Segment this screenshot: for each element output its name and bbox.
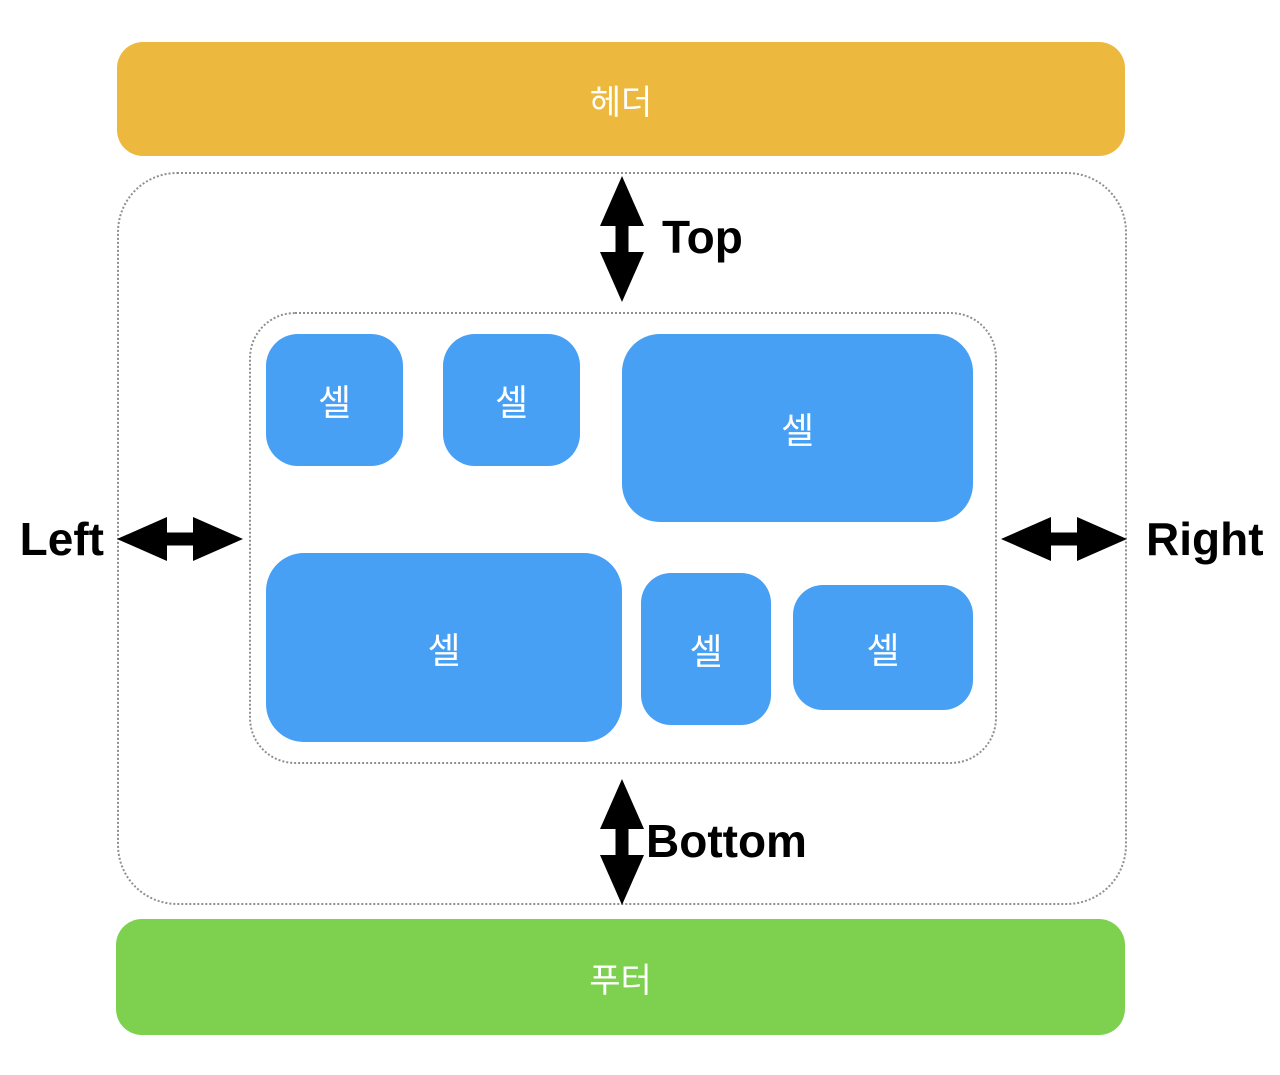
left-inset-label: Left	[19, 513, 104, 565]
cell: 셀	[793, 585, 973, 710]
cell-label: 셀	[689, 631, 723, 672]
inner-cells-boundary	[249, 312, 997, 764]
header-bar: 헤더	[117, 42, 1125, 156]
right-inset-double-arrow-icon	[1001, 517, 1127, 561]
header-label: 헤더	[589, 83, 653, 122]
cell-label: 셀	[866, 629, 900, 671]
cell: 셀	[266, 334, 403, 466]
cell: 셀	[641, 573, 771, 725]
cell: 셀	[443, 334, 580, 466]
right-inset-label: Right	[1146, 513, 1264, 565]
bottom-inset-double-arrow-icon	[600, 779, 644, 905]
cell-label: 셀	[494, 382, 529, 423]
footer-bar: 푸터	[116, 919, 1125, 1035]
bottom-inset-label: Bottom	[646, 815, 807, 867]
cell: 셀	[266, 553, 622, 742]
cell-label: 셀	[427, 629, 461, 671]
left-inset-double-arrow-icon	[117, 517, 243, 561]
cell: 셀	[622, 334, 973, 522]
top-inset-label: Top	[662, 211, 743, 263]
cell-label: 셀	[780, 410, 815, 451]
top-inset-double-arrow-icon	[600, 176, 644, 302]
cell-label: 셀	[317, 382, 352, 423]
footer-label: 푸터	[589, 961, 652, 1000]
